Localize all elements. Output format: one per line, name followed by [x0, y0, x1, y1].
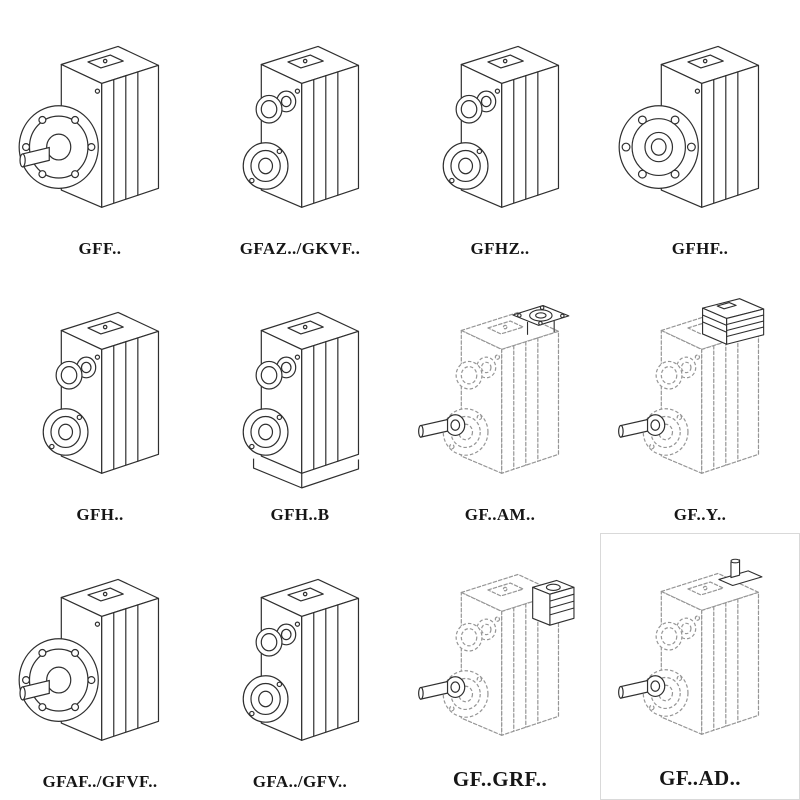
product-label: GF..Y..	[673, 505, 727, 525]
gearbox-top-input-drawing	[614, 550, 786, 762]
product-label: GFHZ..	[470, 238, 530, 258]
product-label: GFAZ../GKVF..	[239, 238, 361, 258]
gearbox-foot-mounted-drawing	[214, 289, 386, 501]
product-cell: GF..AD..	[600, 533, 800, 800]
product-cell: GFHF..	[600, 0, 800, 267]
gearbox-hollow-shaft-drawing	[14, 289, 186, 501]
product-label: GFH..	[76, 505, 124, 525]
gearbox-hollow-shaft-drawing	[214, 556, 386, 768]
gearbox-shrink-disc-drawing	[414, 23, 586, 235]
gearbox-iec-adapter-drawing	[414, 289, 586, 501]
product-cell: GFH..	[0, 267, 200, 534]
product-label: GFAF../GFVF..	[42, 771, 158, 791]
product-cell: GF..Y..	[600, 267, 800, 534]
product-label: GFF..	[78, 238, 122, 258]
product-label: GFHF..	[671, 238, 729, 258]
product-label: GF..AD..	[659, 765, 741, 790]
gearbox-side-adapter-drawing	[414, 551, 586, 763]
product-cell: GFH..B	[200, 267, 400, 534]
gearbox-flange-drawing	[14, 556, 186, 768]
product-label: GF..AM..	[464, 505, 536, 525]
product-label: GFH..B	[270, 505, 330, 525]
product-cell: GFAF../GFVF..	[0, 533, 200, 800]
product-cell: GFA../GFV..	[200, 533, 400, 800]
gearbox-flange-drawing	[14, 23, 186, 235]
gearbox-with-motor-drawing	[614, 289, 786, 501]
gearbox-hollow-shaft-drawing	[214, 23, 386, 235]
product-cell: GFAZ../GKVF..	[200, 0, 400, 267]
product-cell: GFF..	[0, 0, 200, 267]
product-label: GFA../GFV..	[252, 771, 348, 791]
product-label: GF..GRF..	[452, 766, 548, 791]
product-cell: GF..GRF..	[400, 533, 600, 800]
product-cell: GFHZ..	[400, 0, 600, 267]
product-cell: GF..AM..	[400, 267, 600, 534]
gearbox-flange-hollow-drawing	[614, 23, 786, 235]
